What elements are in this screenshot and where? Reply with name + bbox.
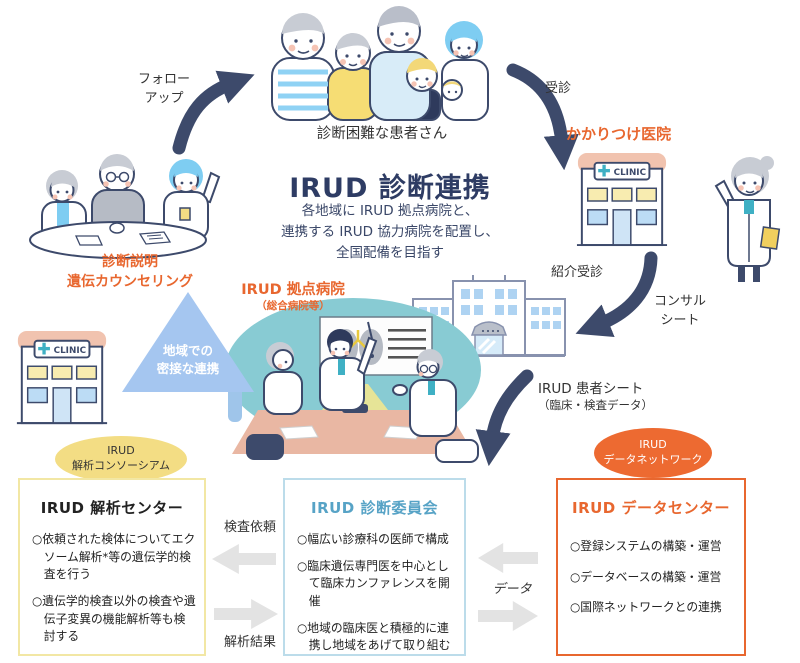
data-arrow-left xyxy=(478,543,538,573)
diagnosis-explain-line: 診断説明 xyxy=(102,254,158,270)
subtitle-line: 連携する IRUD 協力病院を配置し、 xyxy=(281,223,499,240)
data-center-box: IRUD データセンター ○登録システムの構築・運営 ○データベースの構築・運営… xyxy=(556,478,746,656)
diagnosis-committee-box: IRUD 診断委員会 ○幅広い診療科の医師で構成 ○臨床遺伝専門医を中心として臨… xyxy=(283,478,466,656)
list-item: ○幅広い診療科の医師で構成 xyxy=(297,532,449,546)
diagnosis-explain-label: 診断説明 遺伝カウンセリング xyxy=(50,252,210,293)
list-item: ○登録システムの構築・運営 xyxy=(570,539,722,553)
patient-sheet-arrow xyxy=(475,369,534,467)
hub-hospital-label: IRUD 拠点病院 （総合病院等） xyxy=(228,281,358,313)
subtitle-line: 全国配備を目指す xyxy=(336,244,444,261)
family-doctor-label: かかりつけ医院 xyxy=(566,125,672,143)
list-item: ○地域の臨床医と積極的に連携し地域をあげて取り組む xyxy=(297,620,451,653)
analysis-result-arrow xyxy=(214,599,278,629)
data-label: データ xyxy=(492,582,532,597)
badge-line: データネットワーク xyxy=(603,453,703,466)
diagnosis-committee-items: ○幅広い診療科の医師で構成 ○臨床遺伝専門医を中心として臨床カンファレンスを開催… xyxy=(285,518,464,655)
family-illustration xyxy=(271,6,489,121)
clinic-sign-text: CLINIC xyxy=(614,168,646,178)
hub-hospital-sub: （総合病院等） xyxy=(256,299,330,312)
diagnosis-committee-title: IRUD 診断委員会 xyxy=(311,499,438,517)
data-arrow-right xyxy=(478,601,538,631)
patients-label: 診断困難な患者さん xyxy=(316,126,448,142)
analysis-result-label: 解析結果 xyxy=(223,635,276,650)
badge-line: IRUD xyxy=(107,444,135,458)
hub-hospital-name: IRUD 拠点病院 xyxy=(241,282,345,298)
patient-sheet-sub: （臨床・検査データ） xyxy=(538,398,653,412)
followup-label: フォロー アップ xyxy=(118,71,210,109)
triangle-line: 密接な連携 xyxy=(156,361,220,377)
analysis-consortium-badge: IRUD 解析コンソーシアム xyxy=(55,436,187,482)
consult-line: シート xyxy=(660,312,700,328)
meeting-illustration xyxy=(225,298,481,463)
referral-label: 紹介受診 xyxy=(551,265,604,280)
followup-line: フォロー xyxy=(137,72,190,87)
analysis-center-title: IRUD 解析センター xyxy=(40,499,184,517)
clinic-sign-text: CLINIC xyxy=(54,346,86,356)
list-item: ○国際ネットワークとの連携 xyxy=(570,600,722,615)
test-request-label: 検査依頼 xyxy=(223,520,276,535)
list-item: ○臨床遺伝専門医を中心として臨床カンファレンスを開催 xyxy=(297,558,450,609)
list-item: ○データベースの構築・運営 xyxy=(570,569,722,584)
consult-line: コンサル xyxy=(653,294,706,309)
test-request-arrow xyxy=(212,544,276,574)
clinic-building-right: CLINIC xyxy=(576,153,668,247)
list-item: ○依頼された検体についてエクソーム解析*等の遺伝学的検査を行う xyxy=(32,532,196,582)
consult-sheet-label: コンサル シート xyxy=(640,293,720,331)
triangle-line: 地域での xyxy=(162,342,213,358)
patient-sheet-name: IRUD 患者シート xyxy=(538,381,644,397)
counseling-illustration xyxy=(29,154,221,259)
doctor-illustration xyxy=(714,156,781,282)
page-title: IRUD 診断連携 xyxy=(289,173,491,204)
visit-label: 受診 xyxy=(545,81,572,96)
badge-line: IRUD xyxy=(639,438,667,452)
data-center-title: IRUD データセンター xyxy=(572,499,730,517)
data-center-items: ○登録システムの構築・運営 ○データベースの構築・運営 ○国際ネットワークとの連… xyxy=(558,518,744,617)
followup-line: アップ xyxy=(144,90,184,106)
patient-sheet-label: IRUD 患者シート （臨床・検査データ） xyxy=(538,377,653,413)
data-network-badge: IRUD データネットワーク xyxy=(594,428,712,478)
list-item: ○遺伝学的検査以外の検査や遺伝子変異の機能解析等も検討する xyxy=(32,594,196,644)
badge-line: 解析コンソーシアム xyxy=(71,459,170,472)
clinic-building-left: CLINIC xyxy=(16,330,108,425)
subtitle-line: 各地域に IRUD 拠点病院と、 xyxy=(301,203,479,219)
analysis-center-box: IRUD 解析センター ○依頼された検体についてエクソーム解析*等の遺伝学的検査… xyxy=(18,478,206,656)
diagnosis-explain-line: 遺伝カウンセリング xyxy=(67,274,193,291)
page-subtitle: 各地域に IRUD 拠点病院と、 連携する IRUD 協力病院を配置し、 全国配… xyxy=(235,201,545,264)
analysis-center-items: ○依頼された検体についてエクソーム解析*等の遺伝学的検査を行う ○遺伝学的検査以… xyxy=(20,518,204,646)
